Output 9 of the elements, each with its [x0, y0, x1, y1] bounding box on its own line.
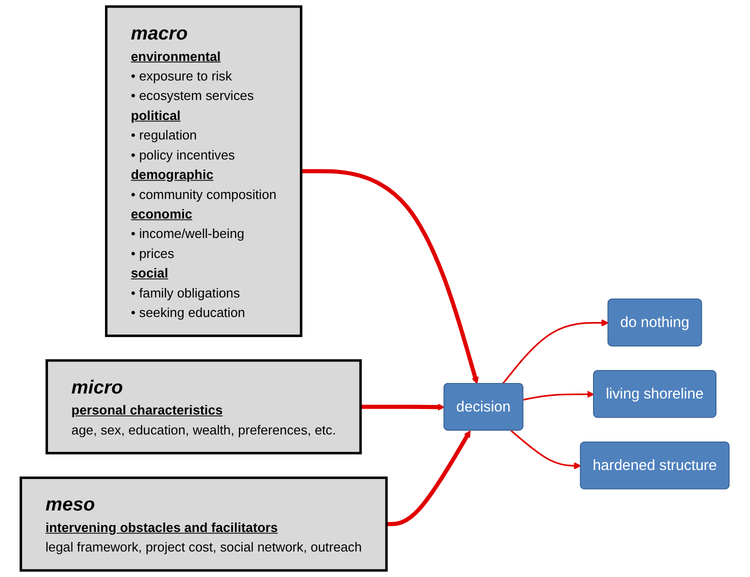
node-box: meso intervening obstacles and facilitators legal framework, project cost, social network, outreach: [20, 476, 388, 572]
arrow: [510, 430, 582, 470]
node-box: micro personal characteristics age, sex, education, wealth, preferences, etc.: [46, 359, 362, 454]
arrow: [502, 319, 609, 384]
arrow: [386, 430, 471, 526]
arrow: [523, 390, 594, 401]
arrow: [360, 404, 445, 411]
node-box: macro environmental • exposure to risk • ecosystem services political • regulation • policy incentives demographic • community composition economic • income/well-being • prices social • family obligations • seeking education: [105, 5, 302, 338]
arrow: [301, 169, 479, 384]
